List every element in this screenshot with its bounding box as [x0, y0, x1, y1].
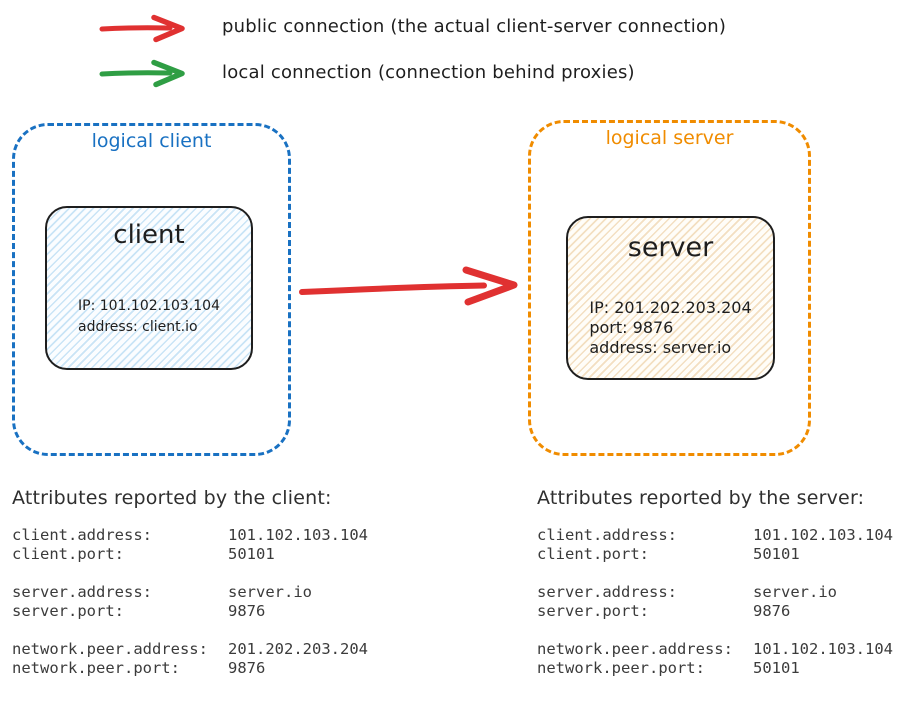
table-row: client.address: 101.102.103.104: [537, 526, 897, 545]
server-node: server IP: 201.202.203.204 port: 9876 ad…: [566, 216, 775, 380]
attribute-key: network.peer.port:: [12, 659, 180, 677]
attribute-key: client.address:: [12, 526, 152, 544]
table-row: server.address: server.io: [537, 583, 897, 602]
client-attributes-rows: client.address: 101.102.103.104 client.p…: [12, 526, 412, 678]
client-address-line: address: client.io: [78, 319, 198, 335]
legend-label-local: local connection (connection behind prox…: [222, 62, 635, 83]
server-node-title: server: [627, 232, 714, 263]
logical-client-group: logical client client IP: 101.102.103.10…: [12, 123, 291, 456]
attribute-key: server.address:: [12, 583, 152, 601]
attribute-value: 101.102.103.104: [753, 640, 893, 658]
table-row: client.port: 50101: [537, 545, 897, 564]
attribute-key: server.port:: [12, 602, 124, 620]
local-connection-arrow-icon: [99, 59, 185, 88]
attribute-key: network.peer.address:: [537, 640, 733, 658]
table-row: network.peer.address: 201.202.203.204: [12, 640, 412, 659]
attribute-value: 101.102.103.104: [753, 526, 893, 544]
table-row: network.peer.address: 101.102.103.104: [537, 640, 897, 659]
attribute-value: 9876: [228, 602, 266, 620]
table-row: network.peer.port: 9876: [12, 659, 412, 678]
table-row: client.address: 101.102.103.104: [12, 526, 412, 545]
client-attributes-heading: Attributes reported by the client:: [12, 487, 332, 509]
server-attributes-rows: client.address: 101.102.103.104 client.p…: [537, 526, 897, 678]
attribute-value: 9876: [753, 602, 791, 620]
attribute-key: server.port:: [537, 602, 649, 620]
attribute-key: client.address:: [537, 526, 677, 544]
table-row: server.port: 9876: [12, 602, 412, 621]
attribute-value: 201.202.203.204: [228, 640, 368, 658]
table-row: server.port: 9876: [537, 602, 897, 621]
attribute-key: client.port:: [537, 545, 649, 563]
attribute-value: 50101: [753, 545, 800, 563]
server-node-info: IP: 201.202.203.204 port: 9876 address: …: [568, 298, 773, 358]
client-node-title: client: [113, 220, 185, 250]
attribute-value: 50101: [753, 659, 800, 677]
attribute-key: network.peer.address:: [12, 640, 208, 658]
server-ip-line: IP: 201.202.203.204: [589, 298, 752, 317]
legend-label-public: public connection (the actual client-ser…: [222, 16, 727, 37]
public-connection-arrow-icon: [99, 14, 185, 43]
server-attributes-block: Attributes reported by the server: clien…: [537, 486, 897, 678]
attribute-value: server.io: [753, 583, 837, 601]
server-address-line: address: server.io: [589, 338, 732, 357]
attribute-value: 101.102.103.104: [228, 526, 368, 544]
logical-server-group: logical server server IP: 201.202.203.20…: [528, 120, 811, 456]
table-row: network.peer.port: 50101: [537, 659, 897, 678]
client-attributes-block: Attributes reported by the client: clien…: [12, 486, 412, 678]
attribute-value: server.io: [228, 583, 312, 601]
server-attributes-heading: Attributes reported by the server:: [537, 487, 865, 509]
table-row: client.port: 50101: [12, 545, 412, 564]
server-port-line: port: 9876: [589, 318, 674, 337]
client-ip-line: IP: 101.102.103.104: [78, 298, 220, 314]
attribute-value: 50101: [228, 545, 275, 563]
client-node-info: IP: 101.102.103.104 address: client.io: [47, 296, 251, 338]
attribute-key: client.port:: [12, 545, 124, 563]
attribute-value: 9876: [228, 659, 266, 677]
client-node: client IP: 101.102.103.104 address: clie…: [45, 206, 253, 370]
client-to-server-arrow-icon: [299, 266, 518, 306]
logical-client-label: logical client: [91, 130, 212, 152]
attribute-key: server.address:: [537, 583, 677, 601]
table-row: server.address: server.io: [12, 583, 412, 602]
logical-server-label: logical server: [605, 127, 734, 149]
attribute-key: network.peer.port:: [537, 659, 705, 677]
